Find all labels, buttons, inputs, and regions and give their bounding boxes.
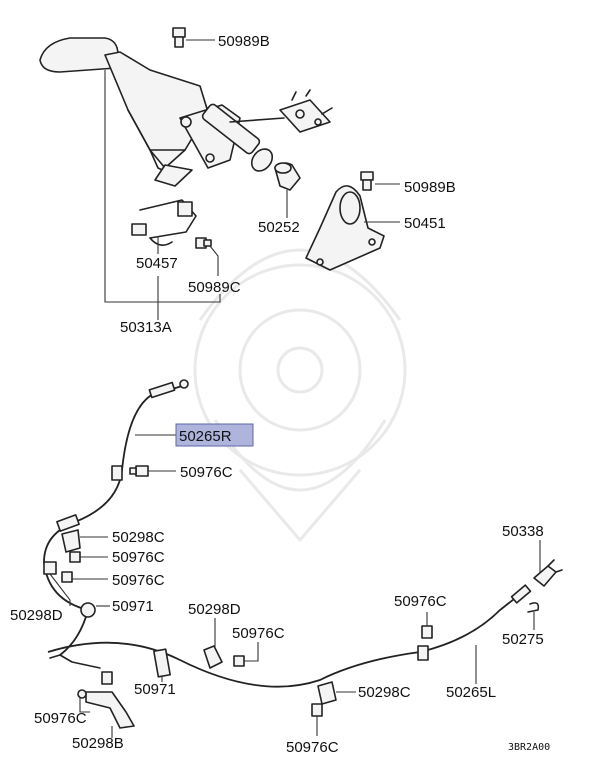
label-50976c-7[interactable]: 50976C [34, 710, 87, 727]
label-50457[interactable]: 50457 [136, 255, 178, 272]
label-highlight-50265r [175, 423, 254, 447]
bolt-50989b-mid[interactable] [360, 171, 374, 191]
label-50265r[interactable]: 50265R [179, 428, 232, 445]
label-50976c-5[interactable]: 50976C [232, 625, 285, 642]
switch-harness-50457[interactable] [131, 199, 197, 246]
bracket-line-50313a [104, 70, 221, 303]
brake-lever-assembly[interactable] [39, 37, 285, 187]
label-50265l[interactable]: 50265L [446, 684, 496, 701]
label-50298d-left[interactable]: 50298D [10, 607, 63, 624]
label-50971-1[interactable]: 50971 [112, 598, 154, 615]
diagram-code: 3BR2A00 [508, 742, 550, 753]
label-50298c-2[interactable]: 50298C [358, 684, 411, 701]
label-50971-2[interactable]: 50971 [134, 681, 176, 698]
label-50976c-2[interactable]: 50976C [112, 549, 165, 566]
label-50313a[interactable]: 50313A [120, 319, 172, 336]
leader-50989c [209, 245, 219, 276]
label-50976c-6[interactable]: 50976C [286, 739, 339, 756]
bracket-50451[interactable] [305, 185, 385, 271]
label-50976c-4[interactable]: 50976C [394, 593, 447, 610]
bracket-50298b[interactable] [77, 671, 135, 729]
leader-50976c-5 [244, 642, 259, 662]
label-50298d-mid[interactable]: 50298D [188, 601, 241, 618]
clip-50275[interactable] [527, 602, 540, 613]
equalizer-linkage[interactable] [279, 89, 333, 133]
bushing-50252[interactable] [274, 162, 301, 191]
label-50275[interactable]: 50275 [502, 631, 544, 648]
label-50338[interactable]: 50338 [502, 523, 544, 540]
fitting-50338[interactable] [533, 559, 563, 587]
bolt-50976c-1[interactable] [129, 465, 149, 477]
bolt-50976c-2[interactable] [69, 551, 81, 563]
bolt-50976c-6[interactable] [311, 703, 323, 717]
cable-50265l[interactable] [47, 584, 532, 705]
label-50451[interactable]: 50451 [404, 215, 446, 232]
bolt-50976c-4[interactable] [421, 625, 433, 639]
label-50989c[interactable]: 50989C [188, 279, 241, 296]
bolt-50989b-top[interactable] [172, 27, 186, 48]
leader-50976c-7 [79, 698, 90, 713]
label-50252[interactable]: 50252 [258, 219, 300, 236]
label-50298b[interactable]: 50298B [72, 735, 124, 752]
watermark-emblem [193, 248, 407, 543]
bolt-50976c-5[interactable] [233, 655, 245, 667]
label-50976c-3[interactable]: 50976C [112, 572, 165, 589]
label-50989b-top[interactable]: 50989B [218, 33, 270, 50]
label-50976c-1[interactable]: 50976C [180, 464, 233, 481]
label-50298c-1[interactable]: 50298C [112, 529, 165, 546]
label-50989b-mid[interactable]: 50989B [404, 179, 456, 196]
bolt-50989c[interactable] [195, 237, 212, 249]
cable-50265r[interactable] [43, 379, 189, 669]
leader-50298d-left [49, 573, 71, 606]
bolt-50976c-3[interactable] [61, 571, 73, 583]
